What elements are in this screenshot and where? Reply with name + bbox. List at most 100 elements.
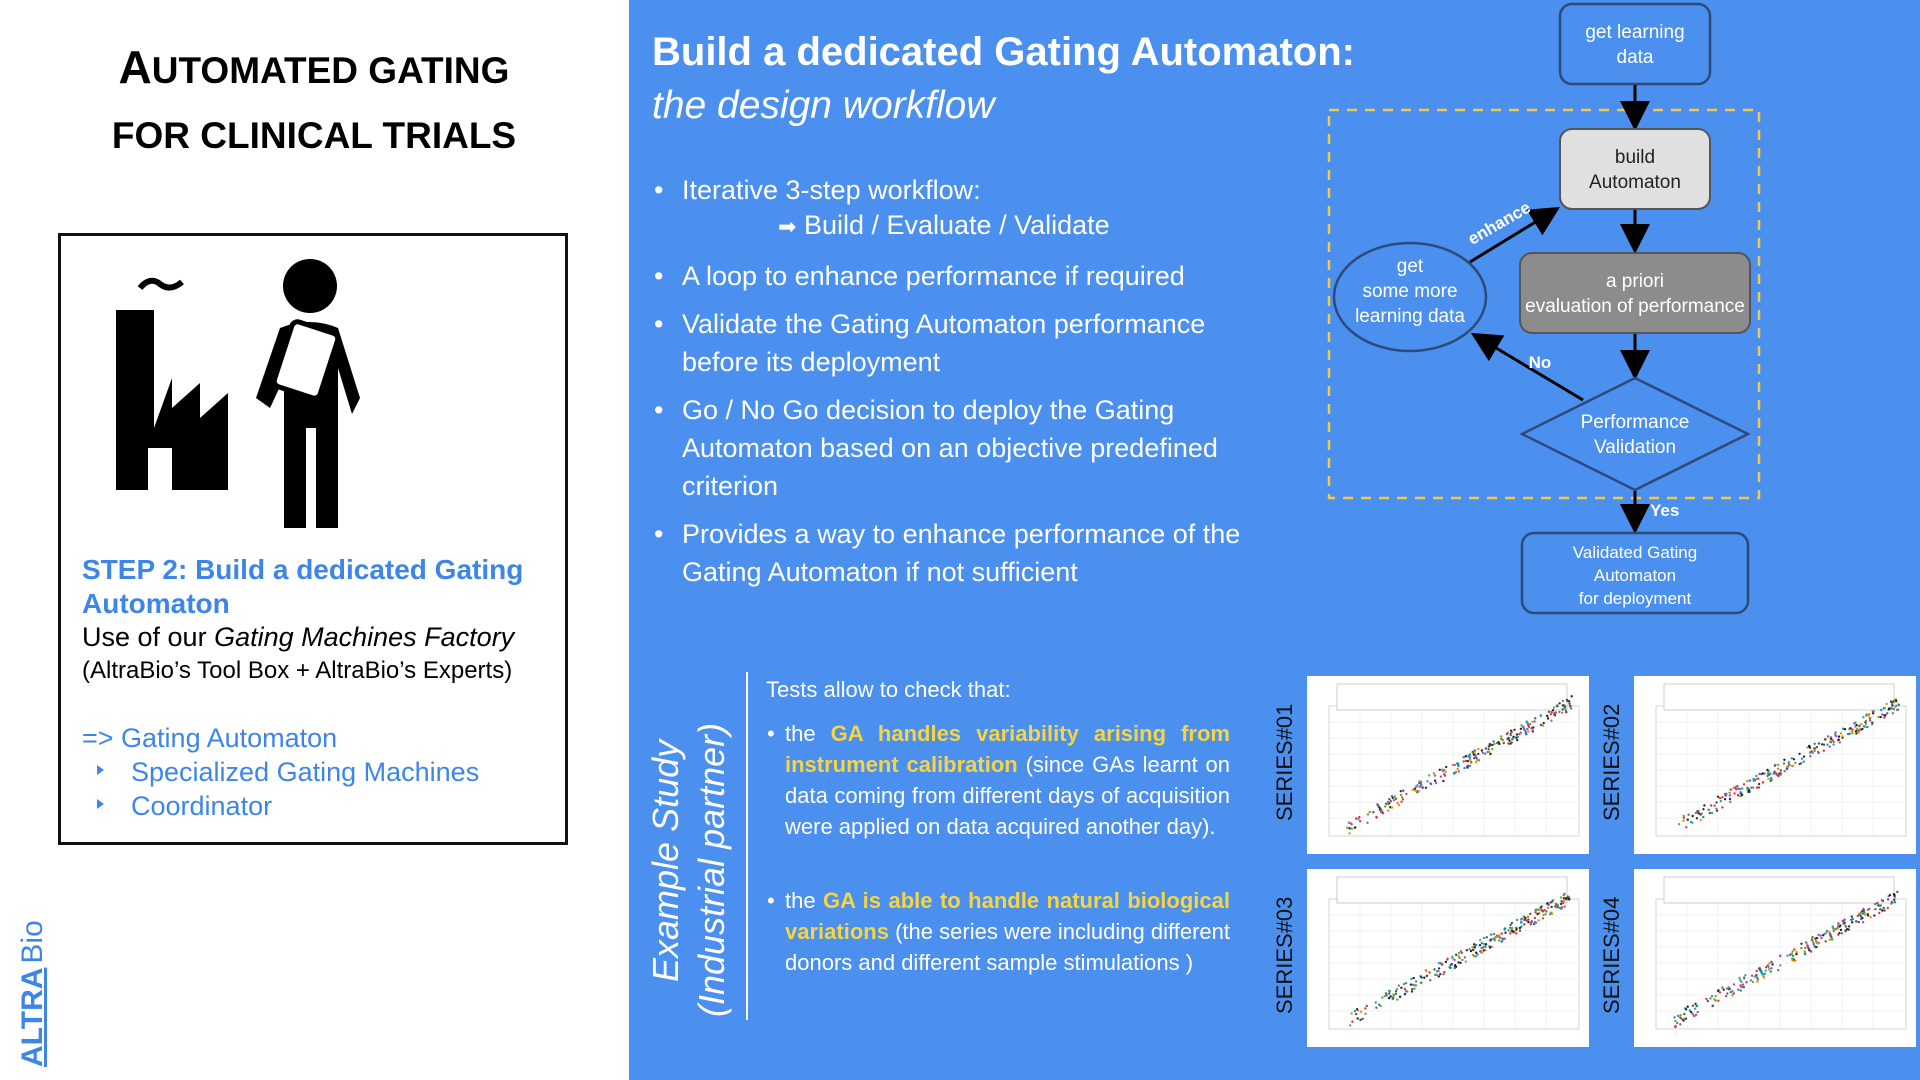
plot-point [1811, 751, 1814, 754]
plot-point [1718, 796, 1722, 800]
plot-point [1736, 793, 1740, 797]
plot-point [1440, 963, 1443, 966]
plot-point [1402, 789, 1405, 792]
plot-point [1454, 964, 1457, 967]
plot-point [1413, 987, 1416, 990]
plot-point [1756, 978, 1760, 981]
plot-point [1389, 995, 1392, 998]
plot-point [1453, 763, 1456, 767]
plot-point [1838, 741, 1842, 744]
plot-point [1493, 742, 1496, 745]
divider-line [746, 672, 748, 1020]
plot-point [1854, 725, 1857, 728]
plot-point [1451, 957, 1454, 960]
plot-point [1805, 942, 1808, 945]
plot-point [1897, 708, 1900, 711]
plot-point [1366, 821, 1369, 824]
triangle-bullet-icon [97, 799, 104, 809]
plot-point [1542, 913, 1545, 917]
plot-point [1463, 956, 1467, 959]
plot-point [1419, 783, 1423, 786]
plot-point [1543, 909, 1546, 912]
plot-point [1791, 950, 1794, 953]
plot-point [1674, 1025, 1677, 1029]
series-plot-thumbnail [1307, 676, 1589, 854]
plot-point [1516, 738, 1519, 742]
plot-point [1808, 745, 1811, 748]
plot-point [1558, 702, 1561, 705]
plot-point [1841, 727, 1845, 730]
plot-point [1813, 749, 1816, 753]
plot-point [1810, 950, 1813, 953]
toolbox-line: (AltraBio’s Tool Box + AltraBio’s Expert… [82, 657, 513, 684]
plot-point [1358, 815, 1361, 819]
plot-point [1464, 759, 1468, 763]
plot-point [1739, 979, 1742, 982]
plot-point [1839, 732, 1843, 735]
plot-point [1770, 960, 1773, 964]
plot-point [1455, 953, 1458, 956]
plot-point [1756, 980, 1759, 983]
plot-point [1429, 782, 1432, 785]
plot-point [1815, 936, 1819, 940]
plot-point [1401, 798, 1405, 801]
plot-point [1561, 711, 1564, 714]
plot-point [1811, 936, 1814, 939]
plot-point [1556, 904, 1560, 907]
plot-point [1886, 712, 1889, 715]
plot-point [1372, 811, 1375, 814]
plot-point [1550, 710, 1553, 714]
plot-point [1503, 928, 1506, 931]
plot-point [1709, 997, 1712, 1000]
workflow-flowchart: get learning data build Automaton a prio… [1327, 2, 1761, 615]
plot-point [1491, 743, 1494, 747]
plot-point [1568, 897, 1571, 901]
plot-point [1725, 987, 1729, 990]
plot-point [1831, 938, 1834, 941]
plot-point [1412, 976, 1415, 980]
plot-point [1837, 922, 1840, 925]
plot-point [1813, 945, 1816, 948]
plot-point [1406, 990, 1409, 993]
plot-point [1741, 983, 1745, 986]
plot-point [1570, 695, 1573, 698]
plot-point [1896, 890, 1899, 894]
plot-point [1695, 1004, 1699, 1008]
plot-point [1539, 723, 1543, 727]
plot-point [1374, 1001, 1377, 1004]
plot-point [1411, 788, 1414, 792]
plot-point [1815, 745, 1818, 749]
plot-point [1757, 786, 1761, 789]
plot-point [1484, 747, 1488, 750]
test-highlight: GA handles variability arising from inst… [785, 721, 1230, 777]
plot-point [1485, 936, 1488, 939]
svg-text:Automaton: Automaton [1589, 172, 1681, 193]
plot-point [1438, 768, 1441, 771]
plot-point [1445, 765, 1448, 769]
plot-point [1877, 904, 1880, 907]
plot-point [1766, 774, 1769, 778]
plot-point [1473, 757, 1476, 760]
factory-line: Use of our Gating Machines Factory [82, 622, 514, 653]
plot-point [1768, 968, 1771, 971]
plot-point [1365, 1004, 1368, 1008]
series-label-01: SERIES#01 [1262, 676, 1302, 854]
plot-point [1474, 754, 1477, 757]
plot-point [1433, 774, 1437, 777]
plot-point [1488, 946, 1492, 949]
plot-point [1872, 710, 1875, 713]
factory-line-italic: Gating Machines Factory [214, 622, 515, 652]
plot-point [1682, 1019, 1685, 1022]
plot-point [1868, 907, 1871, 911]
plot-point [1869, 916, 1872, 919]
plot-point [1555, 906, 1558, 909]
plot-point [1737, 988, 1740, 991]
plot-point [1879, 715, 1882, 719]
plot-point [1389, 806, 1392, 809]
title-rest: UTOMATED GATING [151, 50, 510, 91]
plot-point [1469, 758, 1472, 762]
plot-point [1771, 963, 1774, 966]
plot-point [1683, 1012, 1686, 1016]
plot-point [1842, 918, 1846, 922]
plot-point [1436, 970, 1439, 973]
